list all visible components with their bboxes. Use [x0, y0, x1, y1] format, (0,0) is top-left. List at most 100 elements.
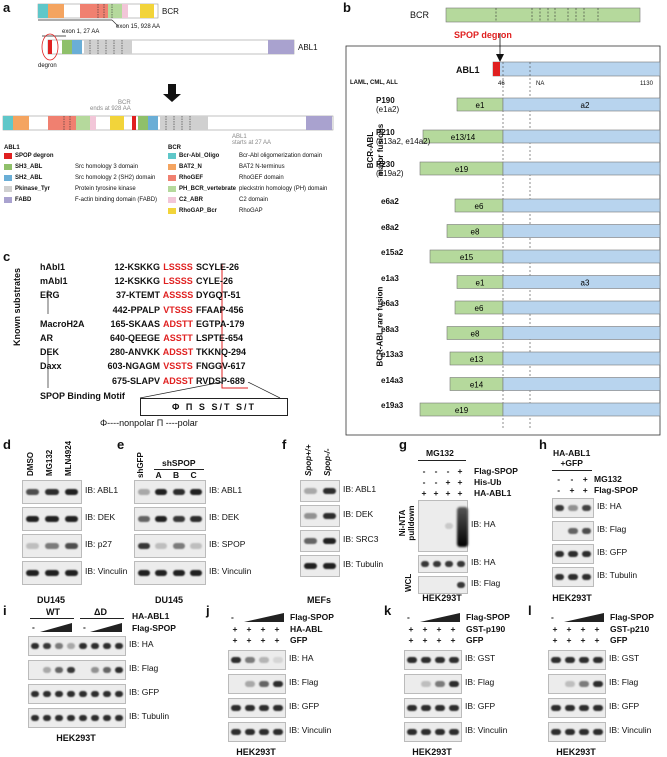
ubiquitin-smear — [457, 507, 468, 547]
b-pos1130: 1130 — [640, 81, 653, 87]
ib-label: IB: DEK — [85, 512, 116, 522]
panel-label-h: h — [539, 437, 547, 452]
legend-desc: Bcr-Abl oligomerization domain — [239, 153, 323, 159]
c-motif-connector — [139, 382, 281, 398]
treatment-cell: + — [433, 488, 439, 498]
legend-desc: C2 domain — [239, 197, 269, 203]
blot-band — [565, 657, 575, 663]
treatment-name: Flag-SPOP — [290, 612, 334, 622]
seq-motif: ASSTT — [163, 333, 193, 343]
l-neg: - — [551, 612, 554, 622]
blot-band — [259, 729, 269, 735]
ib-label: IB: HA — [471, 557, 496, 567]
blot-band — [190, 543, 203, 549]
blot-band — [172, 570, 185, 576]
i-dd-line — [80, 618, 124, 619]
ib-label: IB: SPOP — [209, 539, 246, 549]
blot-band — [432, 561, 442, 567]
seq-post: EGTPA-179 — [196, 318, 245, 329]
blot-band — [54, 643, 64, 649]
seq-pre: 37-KTEMT — [115, 290, 160, 301]
treatment-name: GFP — [466, 635, 484, 645]
lane-label: Spop+/+ — [304, 444, 313, 476]
blot-image — [404, 722, 462, 742]
ib-label: IB: Vinculin — [289, 725, 332, 735]
blot-band — [593, 729, 603, 735]
g-mg132-line — [418, 460, 466, 461]
i-neg1: - — [32, 622, 35, 632]
blot-band — [172, 516, 185, 522]
abl-segment — [502, 161, 661, 176]
blot-band — [456, 582, 466, 588]
blot-band — [78, 715, 88, 721]
treatment-cell: + — [552, 624, 558, 634]
abl-segment — [502, 377, 661, 391]
bcr-exon-label: e8 — [471, 330, 480, 339]
blot-band — [407, 657, 417, 663]
seq-pre: 675-SLAPV — [111, 375, 160, 386]
gradient-wedge-icon — [90, 623, 122, 632]
cell-line-label: MEFs — [306, 595, 331, 605]
blot-band — [155, 516, 168, 522]
treatment-name: GFP — [610, 635, 628, 645]
ib-label: IB: Vinculin — [609, 725, 652, 735]
blot-band — [155, 489, 168, 495]
blot-band — [45, 543, 59, 549]
bcr-exon-label: e13 — [470, 355, 484, 364]
substrate-name: hAbl1 — [40, 262, 66, 272]
treatment-name: Flag-SPOP — [594, 485, 638, 495]
fusion-name: e19a3 — [381, 401, 404, 410]
blot-band — [155, 543, 168, 549]
blot-image — [300, 480, 340, 502]
ib-label: IB: Flag — [129, 663, 159, 673]
blot-band — [579, 681, 589, 687]
blot-image — [28, 660, 126, 680]
fusion-sub: (e19a2) — [376, 169, 404, 178]
treatment-name: His-Ub — [474, 477, 502, 487]
abl-segment — [502, 351, 661, 366]
j-neg: - — [231, 612, 234, 622]
blot-band — [421, 657, 431, 663]
blot-band — [30, 715, 40, 721]
blot-band — [137, 516, 150, 522]
blot-band — [90, 715, 100, 721]
treatment-cell: + — [232, 624, 238, 634]
blot-band — [245, 681, 255, 687]
gradient-wedge-icon — [40, 623, 72, 632]
substrate-name: Daxx — [40, 361, 62, 372]
blot-band — [259, 705, 269, 711]
treatment-cell: + — [436, 624, 442, 634]
bcr-exon-label: e6 — [475, 304, 484, 313]
b-disease-label: LAML, CML, ALL — [350, 80, 398, 86]
ib-label: IB: DEK — [343, 509, 374, 519]
blot-band — [114, 691, 124, 697]
blot-band — [421, 681, 431, 687]
blot-image — [548, 722, 606, 742]
seq-motif: LSSSS — [163, 262, 193, 272]
lane-label: A — [155, 470, 162, 480]
blot-band — [579, 729, 589, 735]
legend-swatch — [4, 197, 12, 203]
bcr-exon-label: e14 — [470, 381, 484, 390]
blot-band — [90, 643, 100, 649]
bcr-exon-label: e8 — [471, 228, 480, 237]
blot-band — [565, 729, 575, 735]
ib-label: IB: Flag — [471, 578, 501, 588]
ib-label: IB: p27 — [85, 539, 112, 549]
lane-label: DMSO — [26, 452, 35, 476]
blot-band — [581, 551, 591, 557]
seq-pre: 280-ANVKK — [109, 347, 160, 358]
blot-band — [449, 657, 459, 663]
legend-name: SH3_ABL — [15, 164, 43, 170]
seq-pre: 442-PPALP — [112, 304, 160, 315]
legend-name: RhoGAP_Bcr — [179, 208, 218, 214]
substrate-name: AR — [40, 333, 53, 343]
blot-band — [581, 574, 591, 580]
bcr-exon-label: e13/14 — [451, 133, 476, 142]
blot-band — [568, 574, 578, 580]
